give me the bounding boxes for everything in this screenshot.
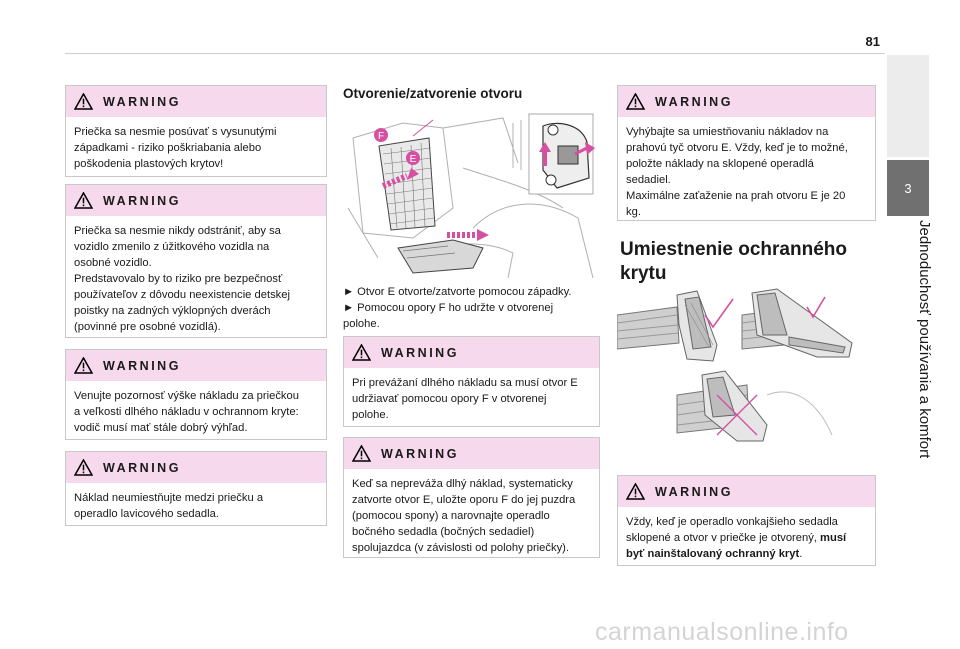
warning-header: WARNING xyxy=(66,86,326,117)
warning-box-2: WARNING Priečka sa nesmie nikdy odstráni… xyxy=(65,184,327,338)
warning-triangle-icon xyxy=(74,192,93,209)
warning-header: WARNING xyxy=(344,438,599,469)
side-tab-spacer xyxy=(887,55,929,157)
warning-triangle-icon xyxy=(74,357,93,374)
warning-text: Priečka sa nesmie nikdy odstrániť, aby s… xyxy=(74,225,290,333)
warning-label: WARNING xyxy=(381,345,459,360)
warning-text: Keď sa neprevážа dlhý náklad, systematic… xyxy=(352,478,576,554)
label-f: F xyxy=(378,131,384,142)
hatch-illustration: F E xyxy=(343,108,598,280)
warning-text: Venujte pozornosť výške nákladu za prieč… xyxy=(74,390,299,434)
page-number: 81 xyxy=(865,34,880,49)
warning-header: WARNING xyxy=(66,185,326,216)
warning-triangle-icon xyxy=(74,459,93,476)
warning-triangle-icon xyxy=(626,483,645,500)
top-divider xyxy=(65,53,885,54)
warning-triangle-icon xyxy=(626,93,645,110)
warning-triangle-icon xyxy=(74,93,93,110)
warning-header: WARNING xyxy=(618,86,875,117)
warning-box-5: WARNING Pri prevážaní dlhého nákladu sa … xyxy=(343,336,600,427)
warning-text: Vždy, keď je operadlo vonkajšieho sedadl… xyxy=(626,516,847,560)
cover-placement-illustration xyxy=(617,285,874,447)
warning-text: Pri prevážaní dlhého nákladu sa musí otv… xyxy=(352,377,578,421)
warning-label: WARNING xyxy=(103,193,181,208)
warning-label: WARNING xyxy=(103,94,181,109)
section-heading-opening: Otvorenie/zatvorenie otvoru xyxy=(343,86,523,101)
warning-header: WARNING xyxy=(66,452,326,483)
step-2: ► Pomocou opory F ho udržte v otvorenej xyxy=(343,302,554,314)
warning-label: WARNING xyxy=(655,484,733,499)
warning-box-7: WARNING Vyhýbajte sa umiestňovaniu nákla… xyxy=(617,85,876,221)
warning-box-4: WARNING Náklad neumiestňujte medzi prieč… xyxy=(65,451,327,526)
step-1: ► Otvor E otvorte/zatvorte pomocou západ… xyxy=(343,286,572,298)
chapter-tab[interactable]: 3 xyxy=(887,160,929,216)
warning-label: WARNING xyxy=(103,358,181,373)
warning-box-8: WARNING Vždy, keď je operadlo vonkajšieh… xyxy=(617,475,876,566)
footer-watermark: carmanualsonline.info xyxy=(595,618,849,646)
warning-box-6: WARNING Keď sa neprevážа dlhý náklad, sy… xyxy=(343,437,600,558)
warning-label: WARNING xyxy=(381,446,459,461)
chapter-title: Jednoduchosť používania a komfort xyxy=(916,220,933,459)
warning-header: WARNING xyxy=(618,476,875,507)
warning-header: WARNING xyxy=(66,350,326,381)
warning-triangle-icon xyxy=(352,445,371,462)
warning-header: WARNING xyxy=(344,337,599,368)
label-e: E xyxy=(410,154,417,165)
warning-label: WARNING xyxy=(655,94,733,109)
warning-box-3: WARNING Venujte pozornosť výške nákladu … xyxy=(65,349,327,440)
warning-triangle-icon xyxy=(352,344,371,361)
step-2-continued: polohe. xyxy=(343,318,380,330)
warning-label: WARNING xyxy=(103,460,181,475)
warning-box-1: WARNING Priečka sa nesmie posúvať s vysu… xyxy=(65,85,327,177)
